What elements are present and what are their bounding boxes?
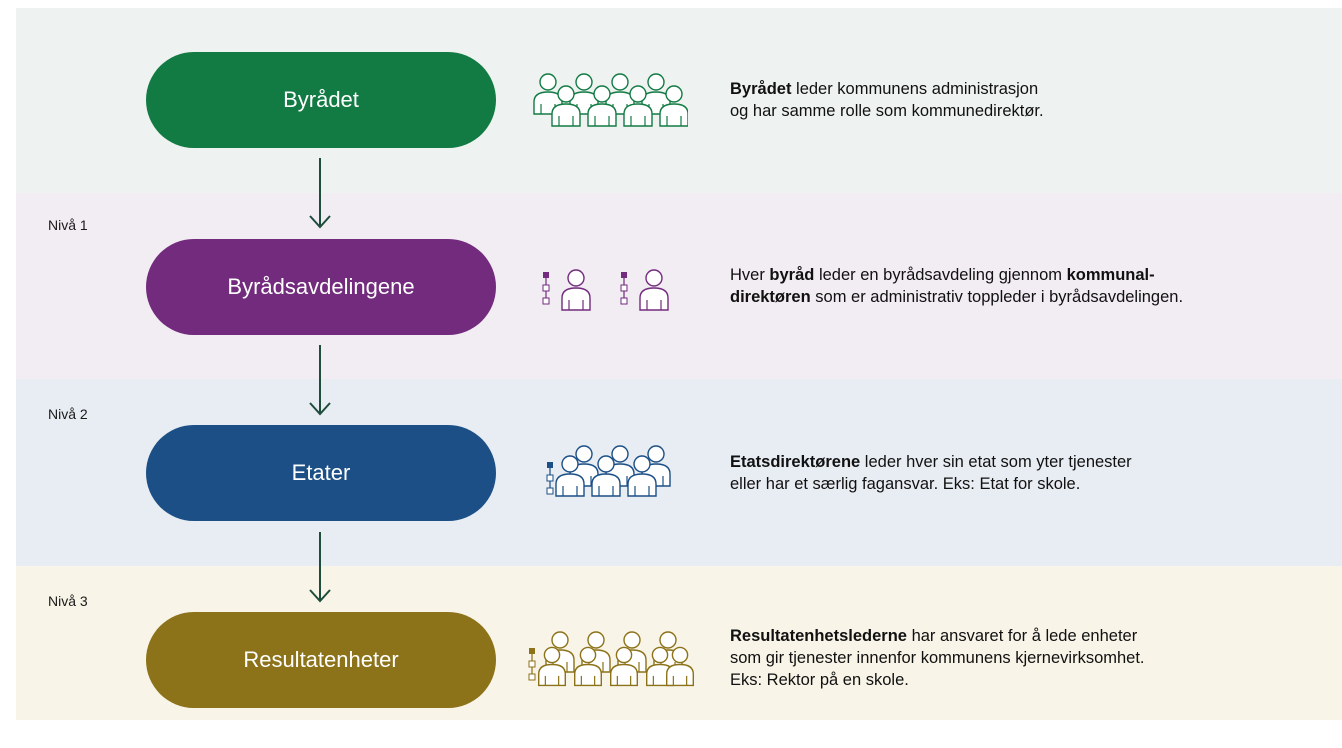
org-chart-node: [529, 648, 535, 654]
person-head: [579, 646, 597, 664]
person-head: [623, 631, 641, 649]
person-body: [659, 103, 688, 127]
person-head: [615, 646, 633, 664]
person-body: [627, 473, 657, 497]
person-head: [659, 631, 677, 649]
description-line: direktøren som er administrativ topplede…: [730, 286, 1183, 308]
person-head: [561, 455, 579, 473]
person-body: [551, 103, 581, 127]
department-team-icon: [546, 445, 671, 497]
person-body: [587, 103, 617, 127]
person-head: [597, 455, 615, 473]
person-head: [539, 73, 557, 91]
down-arrow-icon: [309, 345, 331, 416]
description-line: og har samme rolle som kommunedirektør.: [730, 100, 1044, 122]
level-label-niva-2: Nivå 2: [48, 406, 88, 422]
person-body: [591, 473, 621, 497]
description-line: eller har et særlig fagansvar. Eks: Etat…: [730, 473, 1132, 495]
person-head: [593, 85, 611, 103]
desc-run: har ansvaret for å lede enheter: [906, 627, 1138, 645]
desc-run: og har samme rolle som kommunedirektør.: [730, 102, 1044, 120]
level-label-niva-1: Nivå 1: [48, 217, 88, 233]
description-byradsavdelingene: Hver byråd leder en byrådsavdeling gjenn…: [730, 264, 1183, 308]
org-chart-node: [528, 660, 536, 668]
org-chart-node: [621, 272, 627, 278]
person-body: [666, 663, 694, 687]
org-chart-node: [543, 272, 549, 278]
person-head: [647, 445, 665, 463]
org-chart-node: [546, 487, 554, 495]
description-line: som gir tjenester innenfor kommunens kje…: [730, 647, 1145, 669]
desc-run: Eks: Rektor på en skole.: [730, 671, 909, 689]
pill-byradet: Byrådet: [146, 52, 496, 148]
description-line: Byrådet leder kommunens administrasjon: [730, 78, 1044, 100]
person-head: [633, 455, 651, 473]
pill-resultatenheter: Resultatenheter: [146, 612, 496, 708]
org-chart-node: [547, 462, 553, 468]
person-head: [567, 269, 585, 287]
desc-run: leder hver sin etat som yter tjenester: [860, 453, 1132, 471]
person-head: [575, 73, 593, 91]
description-line: Eks: Rektor på en skole.: [730, 669, 1145, 691]
pill-label: Etater: [291, 460, 351, 485]
desc-run: direktøren: [730, 288, 811, 306]
person-head: [557, 85, 575, 103]
desc-run: Etatsdirektørene: [730, 453, 861, 471]
org-chart-node: [542, 284, 550, 292]
pill-label: Resultatenheter: [243, 647, 399, 672]
description-etater: Etatsdirektørene leder hver sin etat som…: [730, 451, 1132, 495]
org-chart-node: [620, 297, 628, 305]
person-head: [611, 445, 629, 463]
pill-etater: Etater: [146, 425, 496, 521]
description-byradet: Byrådet leder kommunens administrasjon o…: [730, 78, 1044, 122]
person-head: [651, 646, 669, 664]
down-arrow-icon: [309, 158, 331, 229]
desc-run: eller har et særlig fagansvar. Eks: Etat…: [730, 475, 1081, 493]
description-line: Hver byråd leder en byrådsavdeling gjenn…: [730, 264, 1183, 286]
person-head: [671, 646, 689, 664]
person-head: [647, 73, 665, 91]
desc-run: Byrådet: [730, 80, 792, 98]
org-chart-node: [546, 474, 554, 482]
org-chart-node: [620, 284, 628, 292]
person-head: [543, 646, 561, 664]
description-resultatenheter: Resultatenhetslederne har ansvaret for å…: [730, 625, 1145, 691]
person-head: [645, 269, 663, 287]
desc-run: byråd: [769, 266, 815, 284]
person-head: [611, 73, 629, 91]
description-line: Etatsdirektørene leder hver sin etat som…: [730, 451, 1132, 473]
person-body: [561, 287, 591, 311]
person-body: [639, 287, 669, 311]
person-body: [555, 473, 585, 497]
person-head: [629, 85, 647, 103]
person-body: [610, 663, 638, 687]
person-body: [623, 103, 653, 127]
person-body: [538, 663, 566, 687]
person-head: [551, 631, 569, 649]
down-arrow-icon: [309, 532, 331, 603]
large-team-with-org-chart-icon: [528, 631, 694, 687]
org-chart-node: [528, 673, 536, 681]
person-head: [665, 85, 683, 103]
person-head: [587, 631, 605, 649]
person-body: [574, 663, 602, 687]
desc-run: Resultatenhetslederne: [730, 627, 907, 645]
desc-run: som er administrativ toppleder i byrådsa…: [810, 288, 1184, 306]
pill-byradsavdelingene: Byrådsavdelingene: [146, 239, 496, 335]
desc-run: leder en byrådsavdeling gjennom: [814, 266, 1067, 284]
two-leaders-with-org-chart-icon: [542, 269, 669, 311]
description-line: Resultatenhetslederne har ansvaret for å…: [730, 625, 1145, 647]
desc-run: som gir tjenester innenfor kommunens kje…: [730, 649, 1145, 667]
org-chart-node: [542, 297, 550, 305]
desc-run: leder kommunens administrasjon: [791, 80, 1039, 98]
pill-label: Byrådet: [283, 87, 359, 112]
level-label-niva-3: Nivå 3: [48, 593, 88, 609]
pill-label: Byrådsavdelingene: [227, 274, 415, 299]
group-of-six-people-icon: [533, 73, 688, 127]
desc-run: kommunal-: [1066, 266, 1155, 284]
person-head: [575, 445, 593, 463]
desc-run: Hver: [730, 266, 770, 284]
